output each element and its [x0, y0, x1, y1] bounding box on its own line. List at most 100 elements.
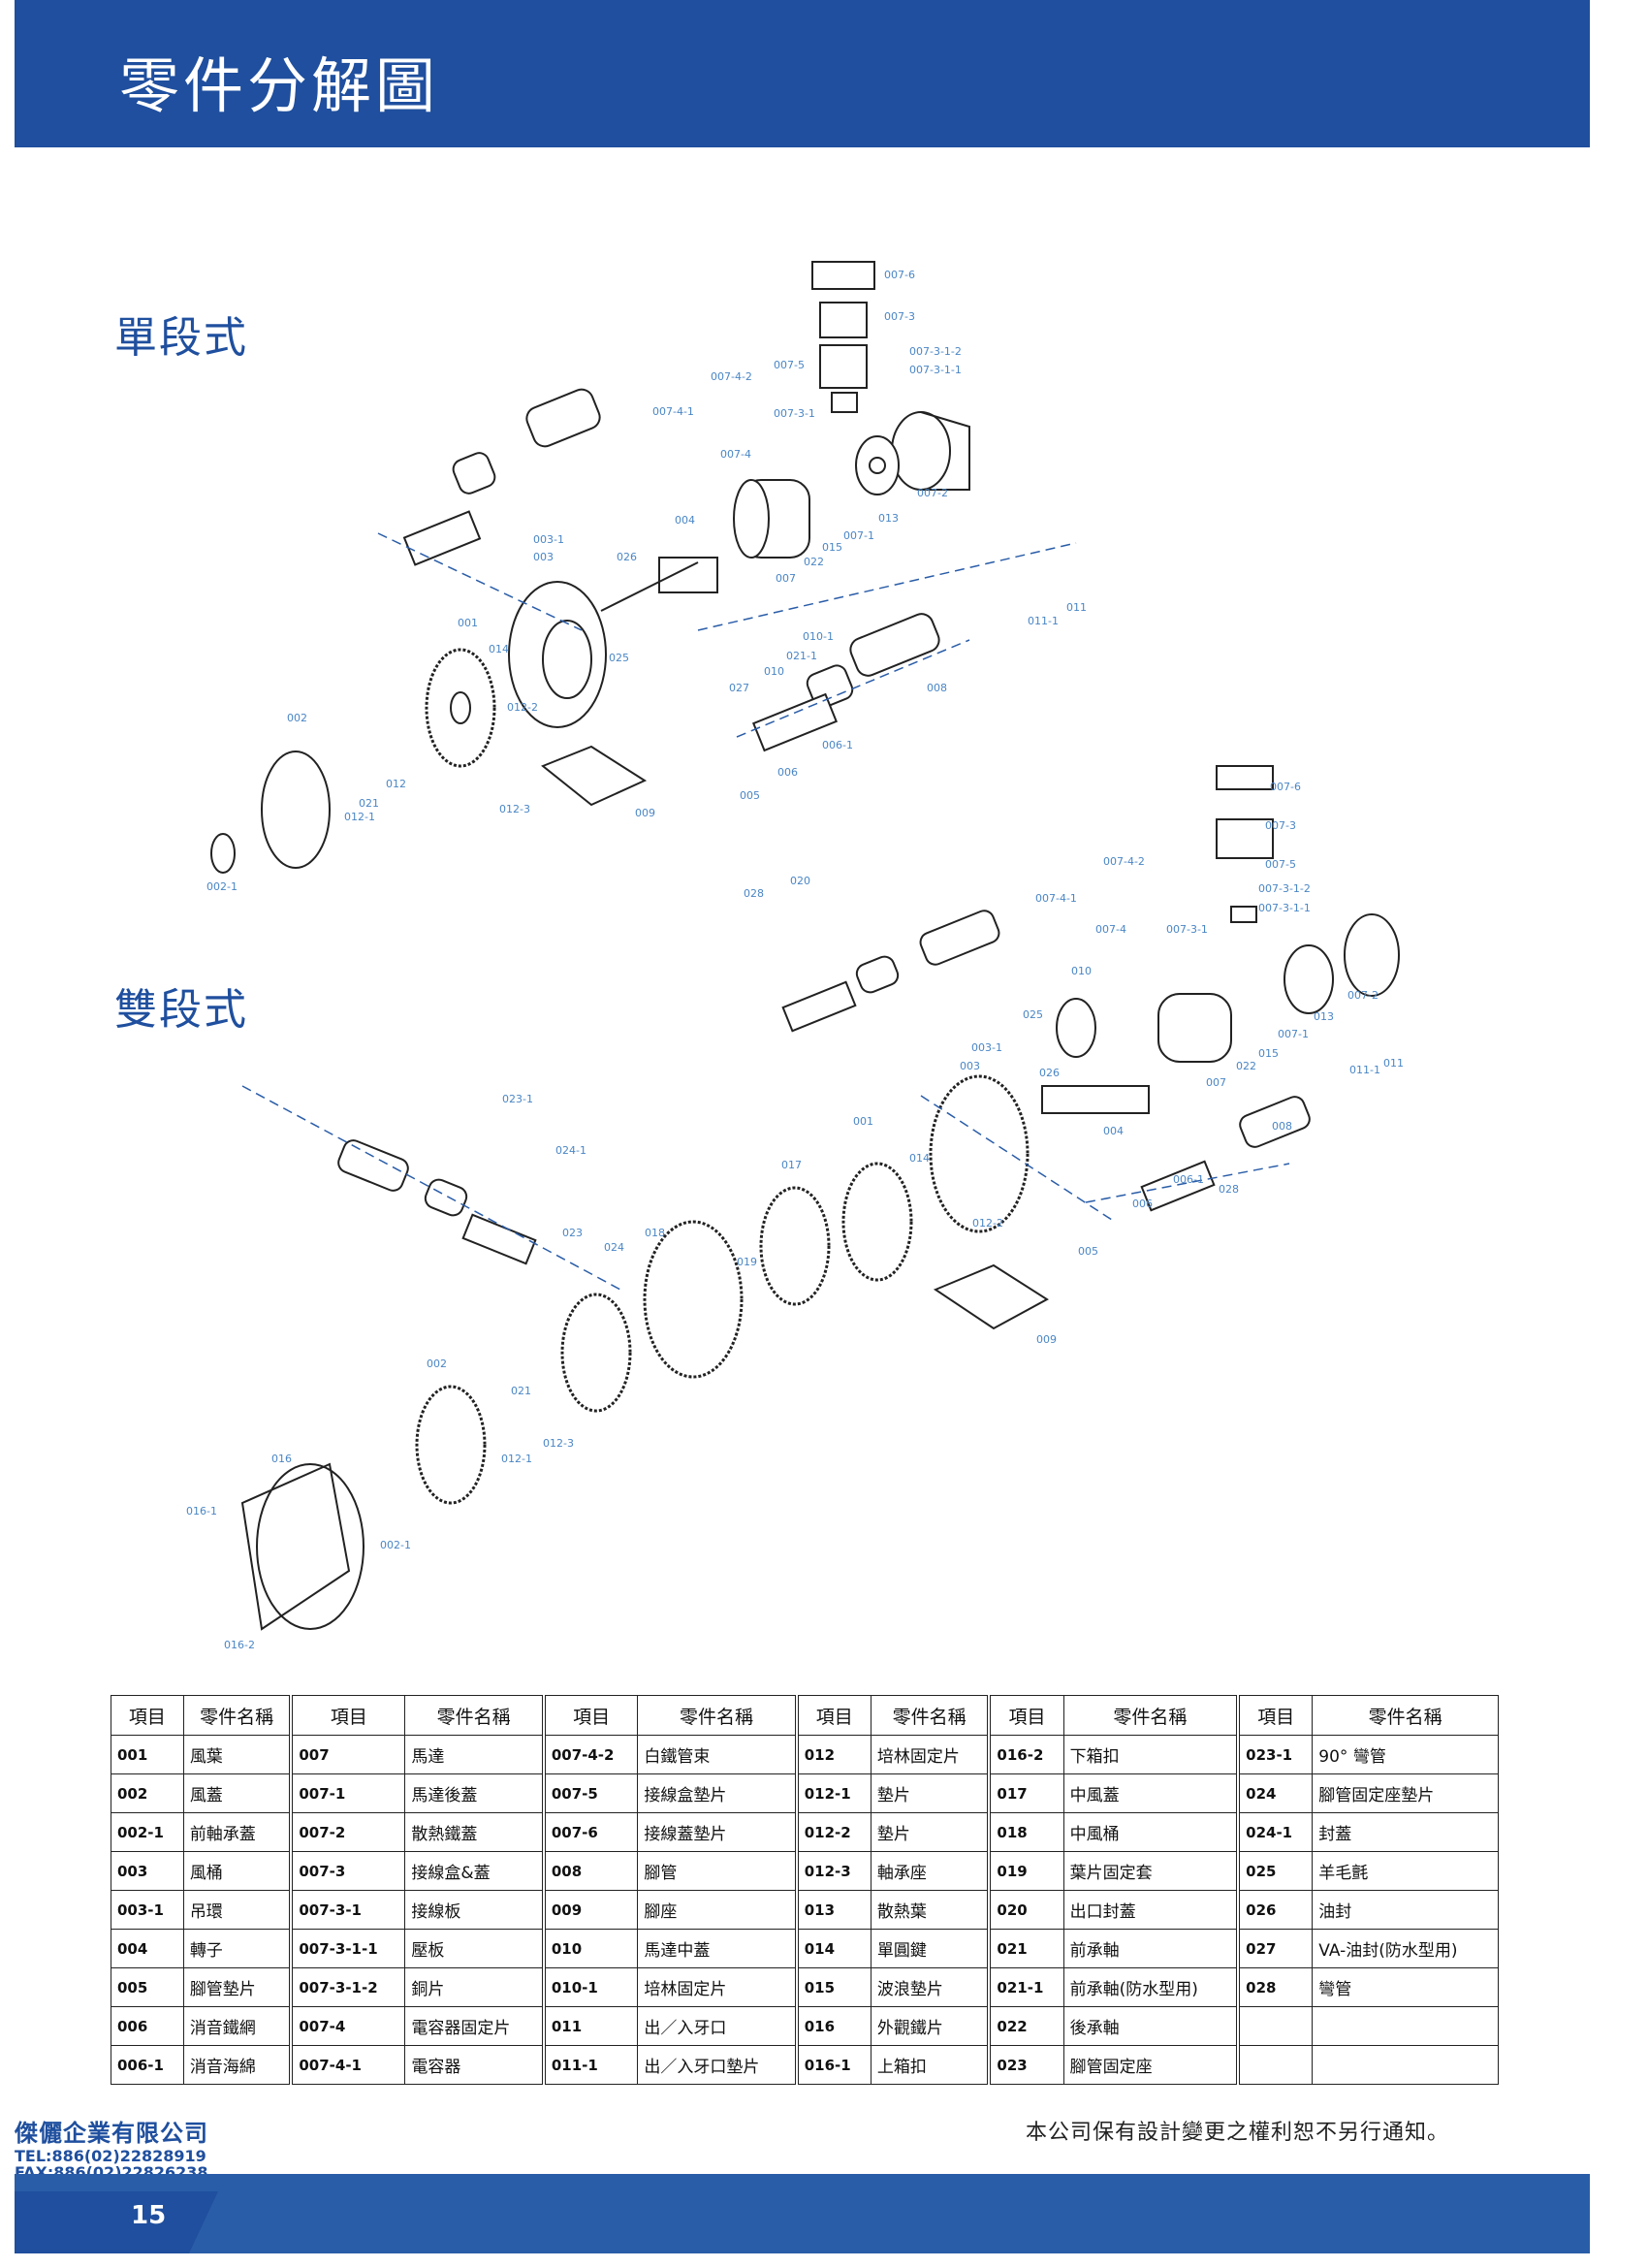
rotor-2-shape: [1041, 1085, 1150, 1114]
double-part-label: 007-4-1: [1035, 892, 1077, 905]
double-part-label: 007-3-1: [1166, 923, 1208, 936]
part-code: 019: [987, 1851, 1064, 1891]
double-part-label: 023: [562, 1227, 583, 1239]
single-part-label: 006-1: [822, 739, 853, 751]
part-name: 電容器固定片: [404, 2006, 545, 2046]
single-part-label: 010: [764, 665, 784, 678]
part-code: 028: [1236, 1967, 1314, 2007]
part-code: 016-1: [794, 2045, 872, 2085]
double-part-label: 014: [909, 1152, 930, 1165]
part-code: 024: [1236, 1773, 1314, 1813]
single-part-label: 007-3-1: [774, 407, 815, 420]
double-stage-diagram: [240, 765, 1400, 1631]
part-name: 接線板: [404, 1890, 545, 1930]
double-part-label: 028: [744, 887, 764, 900]
single-part-label: 021: [359, 797, 379, 810]
double-part-label: 007-3-1-1: [1258, 902, 1311, 914]
part-code: 007-3-1-1: [289, 1929, 406, 1968]
part-code: 012-3: [794, 1851, 872, 1891]
header-bar: 零件分解圖: [15, 0, 1590, 147]
double-part-label: 007-3-1-2: [1258, 882, 1311, 895]
rotor-shape: [658, 557, 718, 593]
single-part-label: 007-5: [774, 359, 805, 371]
company-name: 傑儷企業有限公司: [15, 2120, 208, 2147]
part-name: 風葉: [182, 1735, 292, 1774]
part-code: 013: [794, 1890, 872, 1930]
diagram-labels: 007-6 007-3 007-5 007-3-1-2 007-3-1-1 007-3-1…: [186, 269, 1404, 1651]
part-code: 005: [111, 1967, 184, 2007]
part-name: 腳管: [637, 1851, 798, 1891]
part-name: 吊環: [182, 1890, 292, 1930]
middle-housing-shape: [643, 1220, 744, 1379]
part-name: 培林固定片: [870, 1735, 990, 1774]
company-info: 傑儷企業有限公司 TEL:886(02)22828919 FAX:886(02)…: [15, 2114, 208, 2181]
section-double-label: 雙段式: [114, 985, 248, 1035]
motor-2-shape: [1157, 993, 1232, 1063]
part-name: 波浪墊片: [870, 1967, 990, 2007]
double-part-label: 017: [781, 1159, 802, 1171]
single-part-label: 004: [675, 514, 695, 527]
front-cover-shape: [261, 751, 331, 869]
part-code: 012: [794, 1735, 872, 1774]
part-code: 003: [111, 1851, 184, 1891]
single-part-label: 007-2: [917, 487, 948, 499]
single-part-label: 006: [777, 766, 798, 779]
part-code: 016-2: [987, 1735, 1064, 1774]
part-name: 腳管墊片: [182, 1967, 292, 2007]
part-code: 016: [794, 2006, 872, 2046]
part-name: 羊毛氈: [1312, 1851, 1499, 1891]
part-name: 出／入牙口: [637, 2006, 798, 2046]
part-code: 011: [541, 2006, 639, 2046]
double-part-label: 021: [511, 1385, 531, 1397]
part-code: 007-3: [289, 1851, 406, 1891]
outer-shell-shape: [240, 1462, 351, 1631]
single-part-label: 027: [729, 682, 749, 694]
part-code: 007-4-1: [289, 2045, 406, 2085]
part-name: 中風蓋: [1062, 1773, 1239, 1813]
section-single-label: 單段式: [114, 313, 248, 363]
part-name: 中風桶: [1062, 1812, 1239, 1852]
double-part-label: 005: [1078, 1245, 1098, 1258]
part-code: 004: [111, 1929, 184, 1968]
part-name: 腳管固定座墊片: [1312, 1773, 1499, 1813]
part-name: 消音海綿: [182, 2045, 292, 2085]
double-part-label: 015: [1258, 1047, 1279, 1060]
part-code: 027: [1236, 1929, 1314, 1968]
part-name: 油封: [1312, 1890, 1499, 1930]
double-part-label: 008: [1272, 1120, 1292, 1133]
part-name: 轉子: [182, 1929, 292, 1968]
single-part-label: 007-3: [884, 310, 915, 323]
part-name: 前軸承蓋: [182, 1812, 292, 1852]
single-part-label: 011: [1066, 601, 1087, 614]
company-tel: TEL:886(02)22828919: [15, 2147, 206, 2165]
header-item: 項目: [111, 1695, 184, 1736]
part-code: 007: [289, 1735, 406, 1774]
part-code: 021: [987, 1929, 1064, 1968]
part-code: 020: [987, 1890, 1064, 1930]
part-name: 葉片固定套: [1062, 1851, 1239, 1891]
part-code: 009: [541, 1890, 639, 1930]
part-code: 023-1: [1236, 1735, 1314, 1774]
single-part-label: 007: [776, 572, 796, 585]
double-part-label: 003: [960, 1060, 980, 1072]
double-part-label: 007-3: [1265, 819, 1296, 832]
junction-box-2-shape: [1216, 818, 1274, 859]
part-name: 接線盒&蓋: [404, 1851, 545, 1891]
double-part-label: 025: [1023, 1008, 1043, 1021]
header-item: 項目: [987, 1695, 1064, 1736]
parts-table-header: 項目零件名稱項目零件名稱項目零件名稱項目零件名稱項目零件名稱項目零件名稱: [111, 1695, 1499, 1736]
single-stage-diagram: [210, 261, 1077, 874]
double-part-label: 012-2: [972, 1217, 1003, 1230]
part-name: 白鐵管束: [637, 1735, 798, 1774]
double-part-label: 007-6: [1270, 781, 1301, 793]
part-name: 上箱扣: [870, 2045, 990, 2085]
junction-box-shape: [819, 344, 868, 389]
part-name: 後承軸: [1062, 2006, 1239, 2046]
double-part-label: 024: [604, 1241, 624, 1254]
double-part-label: 019: [737, 1256, 757, 1268]
